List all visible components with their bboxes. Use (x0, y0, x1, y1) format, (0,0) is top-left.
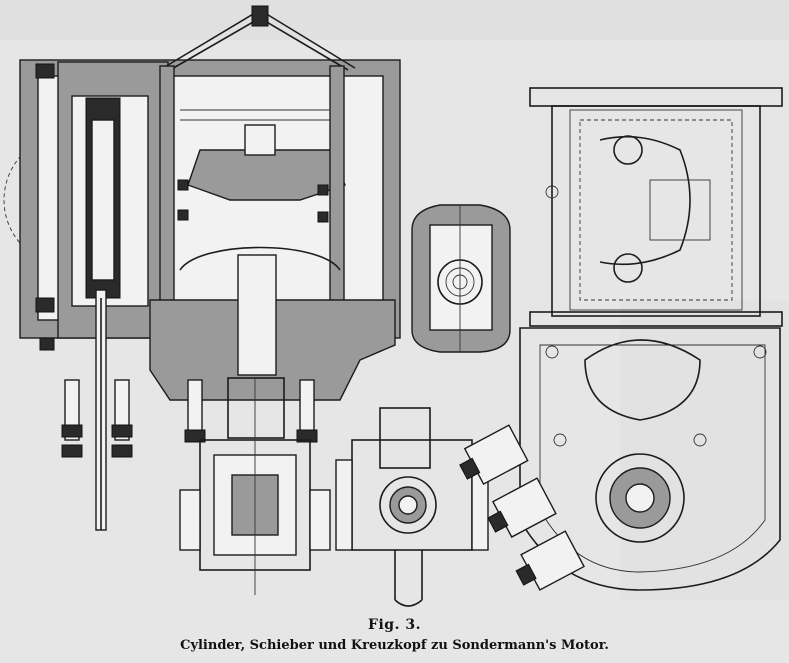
cylinder-section-view (3, 5, 401, 531)
bolt-studs-left (61, 379, 318, 458)
figure-caption: Cylinder, Schieber und Kreuzkopf zu Sond… (180, 638, 609, 653)
cylinder-end-view (529, 87, 783, 327)
angled-flange-bolts (459, 424, 585, 591)
crosshead-view (179, 377, 331, 595)
slide-valve-section (411, 204, 511, 353)
crosshead-side-view (335, 407, 489, 607)
crank-housing-view (459, 327, 781, 591)
figure-label: Fig. 3. (368, 617, 421, 633)
